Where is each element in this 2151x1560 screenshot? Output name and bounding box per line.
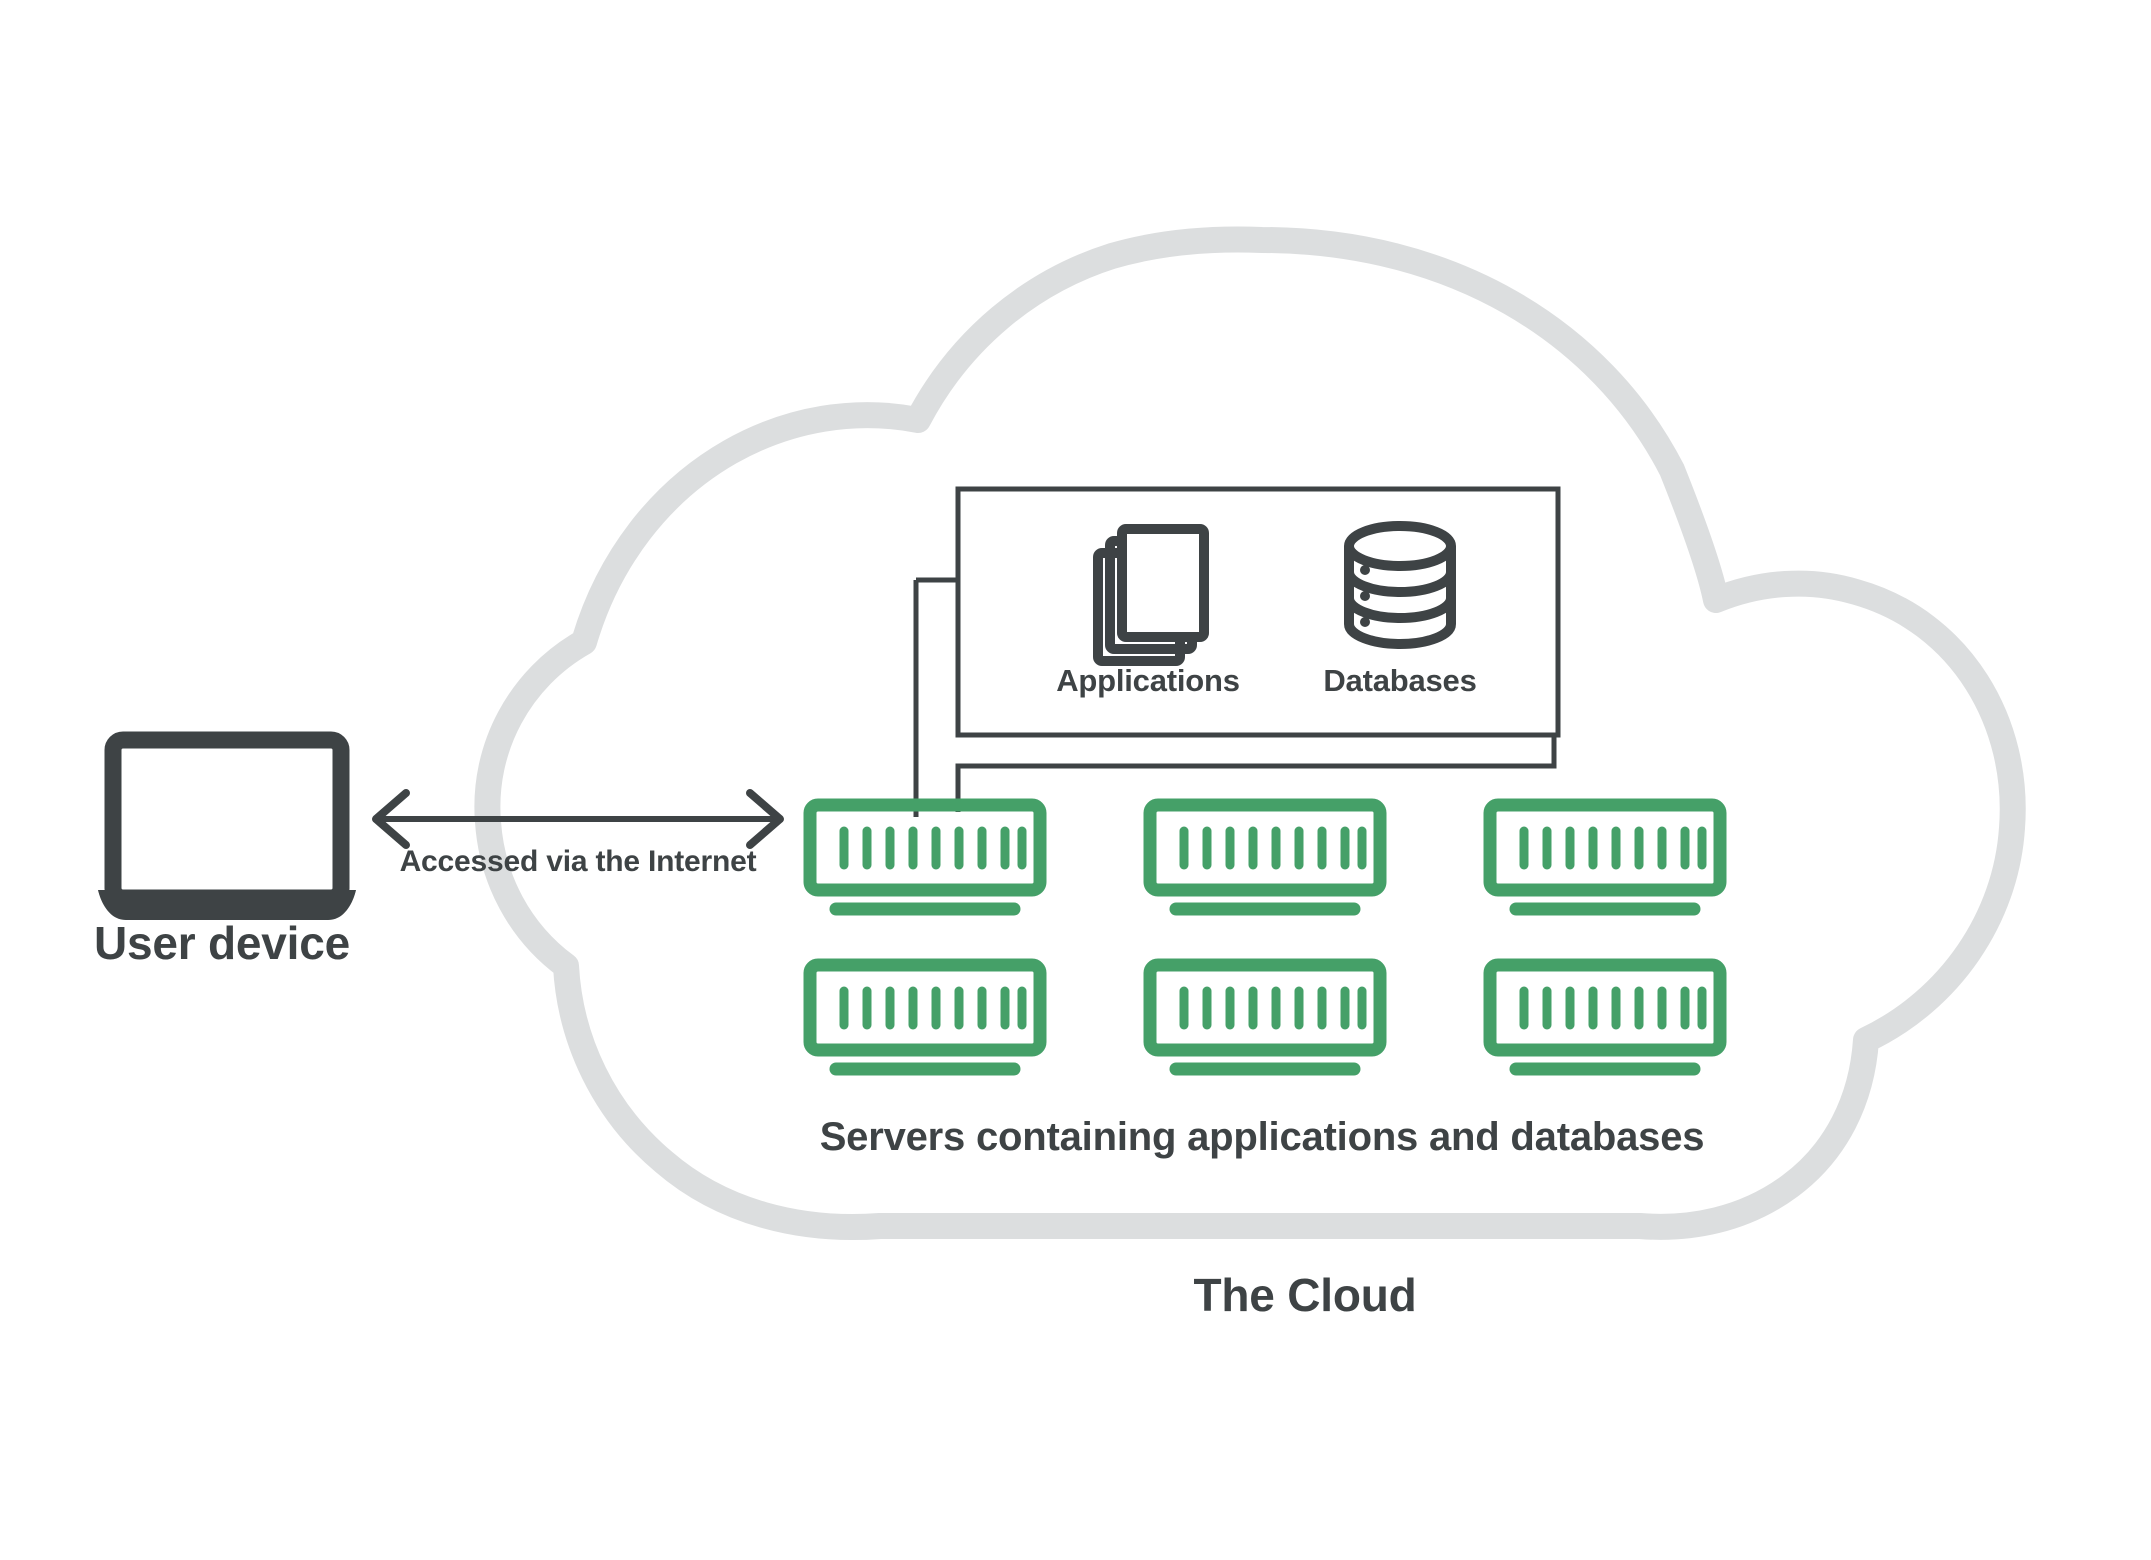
server-rack-icon <box>1483 958 1727 1076</box>
server-rack-icon <box>1483 798 1727 916</box>
user-device-label: User device <box>93 917 351 969</box>
laptop-icon <box>98 731 356 920</box>
cloud-label: The Cloud <box>1193 1269 1417 1321</box>
resource-box <box>955 486 1561 738</box>
server-rack-icon <box>803 798 1047 916</box>
arrowhead-right <box>746 789 784 849</box>
database-cylinder-icon <box>1344 521 1456 650</box>
connector-lines <box>913 577 1557 817</box>
server-rack-icon <box>1143 798 1387 916</box>
applications-label: Applications <box>1056 663 1240 698</box>
documents-stack-icon <box>1093 524 1209 666</box>
arrowhead-left <box>372 789 410 849</box>
databases-label: Databases <box>1323 663 1477 698</box>
server-rack-icon <box>1143 958 1387 1076</box>
server-rack-icon <box>803 958 1047 1076</box>
internet-connection-arrow <box>372 789 784 849</box>
servers-caption: Servers containing applications and data… <box>819 1115 1705 1159</box>
cloud-shape <box>474 226 2026 1241</box>
internet-connection-label: Accessed via the Internet <box>399 845 757 878</box>
